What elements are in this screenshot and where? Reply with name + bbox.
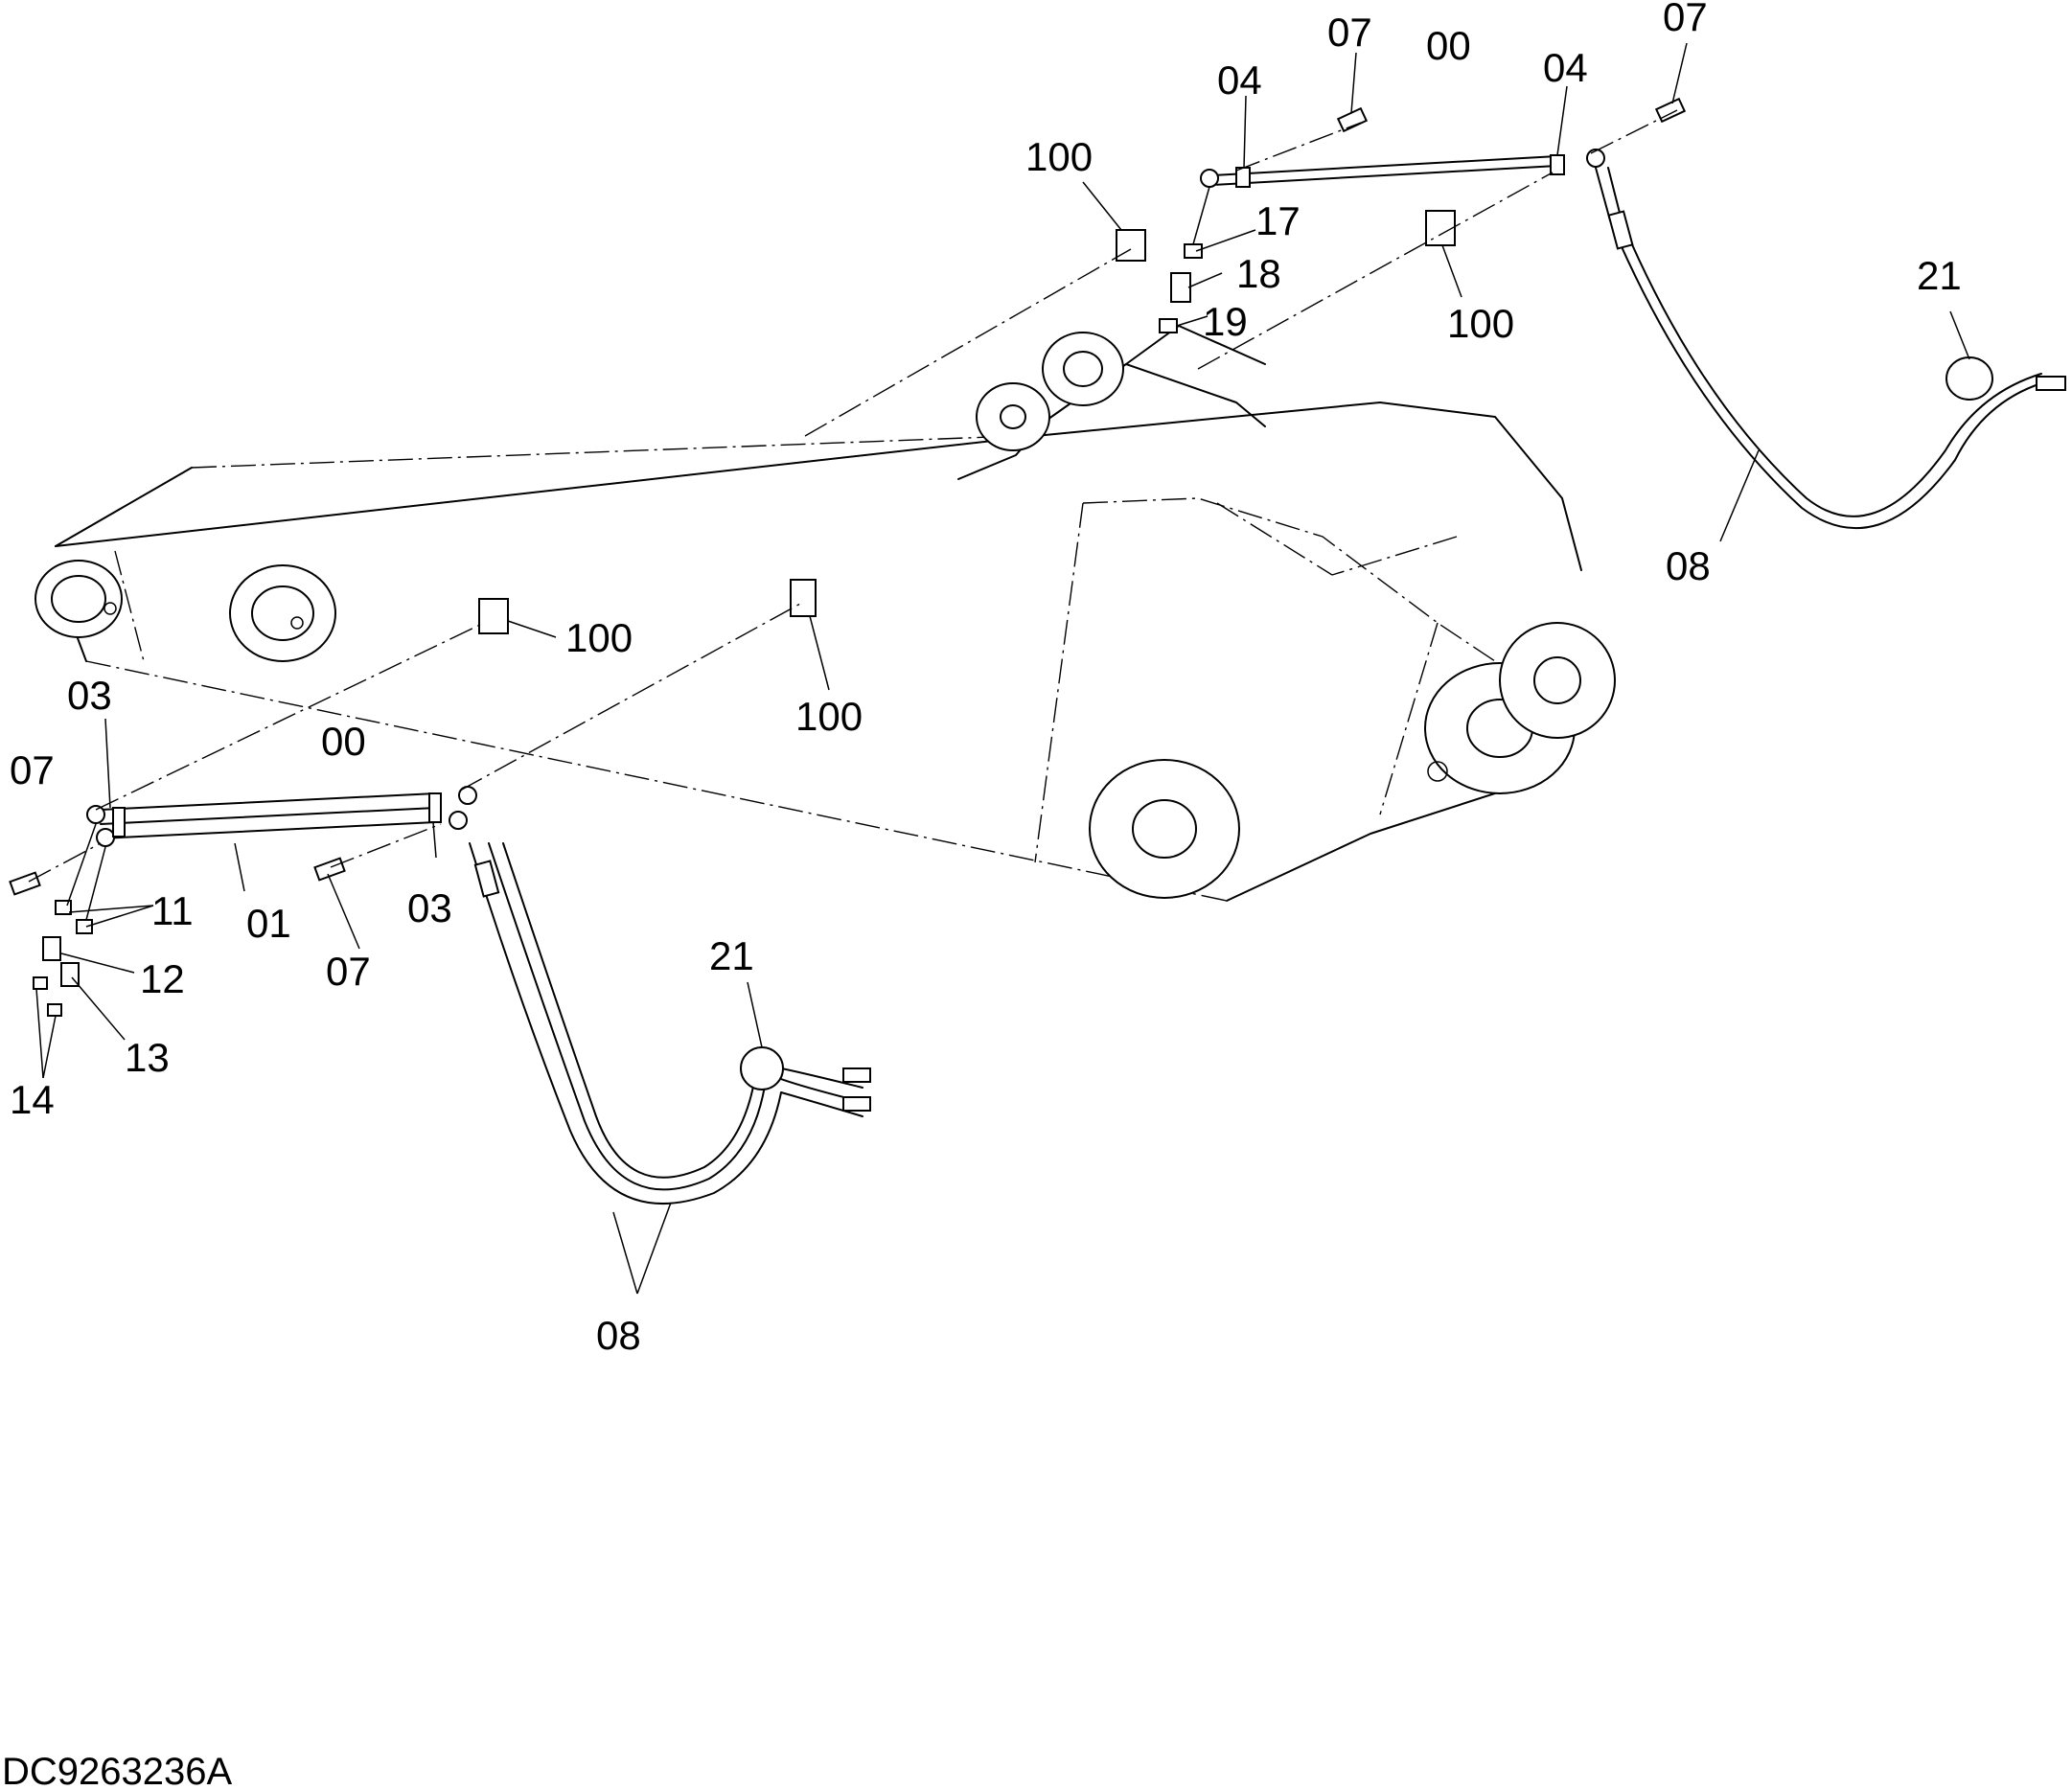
callout-00-lower: 00 xyxy=(321,719,366,764)
callout-07-upper-right: 07 xyxy=(1663,0,1708,39)
callout-labels: 07 00 07 04 04 100 17 18 19 100 21 08 10… xyxy=(10,0,1962,1358)
callout-01: 01 xyxy=(246,901,291,946)
callout-21-upper: 21 xyxy=(1917,253,1962,298)
callout-100-mid-left: 100 xyxy=(565,615,633,660)
callout-04-upper-right: 04 xyxy=(1543,45,1588,90)
callout-07-upper-left: 07 xyxy=(1327,10,1372,55)
callout-18: 18 xyxy=(1236,251,1281,296)
upper-pipe-assembly xyxy=(804,97,2066,530)
callout-07-lower-left: 07 xyxy=(10,747,55,792)
lower-pipe-assembly xyxy=(9,579,871,1205)
boom-body xyxy=(35,325,1616,902)
callout-07-lower-bottom: 07 xyxy=(326,949,371,994)
callout-12: 12 xyxy=(140,956,185,1001)
callout-11: 11 xyxy=(151,888,194,933)
callout-21-lower: 21 xyxy=(709,933,754,978)
drawing-code: DC9263236A xyxy=(2,1751,232,1790)
callout-00-upper: 00 xyxy=(1426,23,1471,68)
callout-100-mid-right: 100 xyxy=(795,694,863,739)
callout-19: 19 xyxy=(1203,299,1248,344)
callout-03-lower-right: 03 xyxy=(407,885,452,930)
callout-13: 13 xyxy=(125,1035,170,1080)
callout-08-upper: 08 xyxy=(1666,543,1711,588)
callout-08-lower: 08 xyxy=(596,1313,641,1358)
callout-14: 14 xyxy=(10,1077,55,1122)
callout-03-lower-left: 03 xyxy=(67,673,112,718)
callout-17: 17 xyxy=(1255,198,1301,243)
callout-04-upper-left: 04 xyxy=(1217,57,1262,103)
callout-100-upper-right: 100 xyxy=(1447,301,1514,346)
leader-lines xyxy=(35,42,1970,1295)
callout-100-upper-left: 100 xyxy=(1025,134,1093,179)
